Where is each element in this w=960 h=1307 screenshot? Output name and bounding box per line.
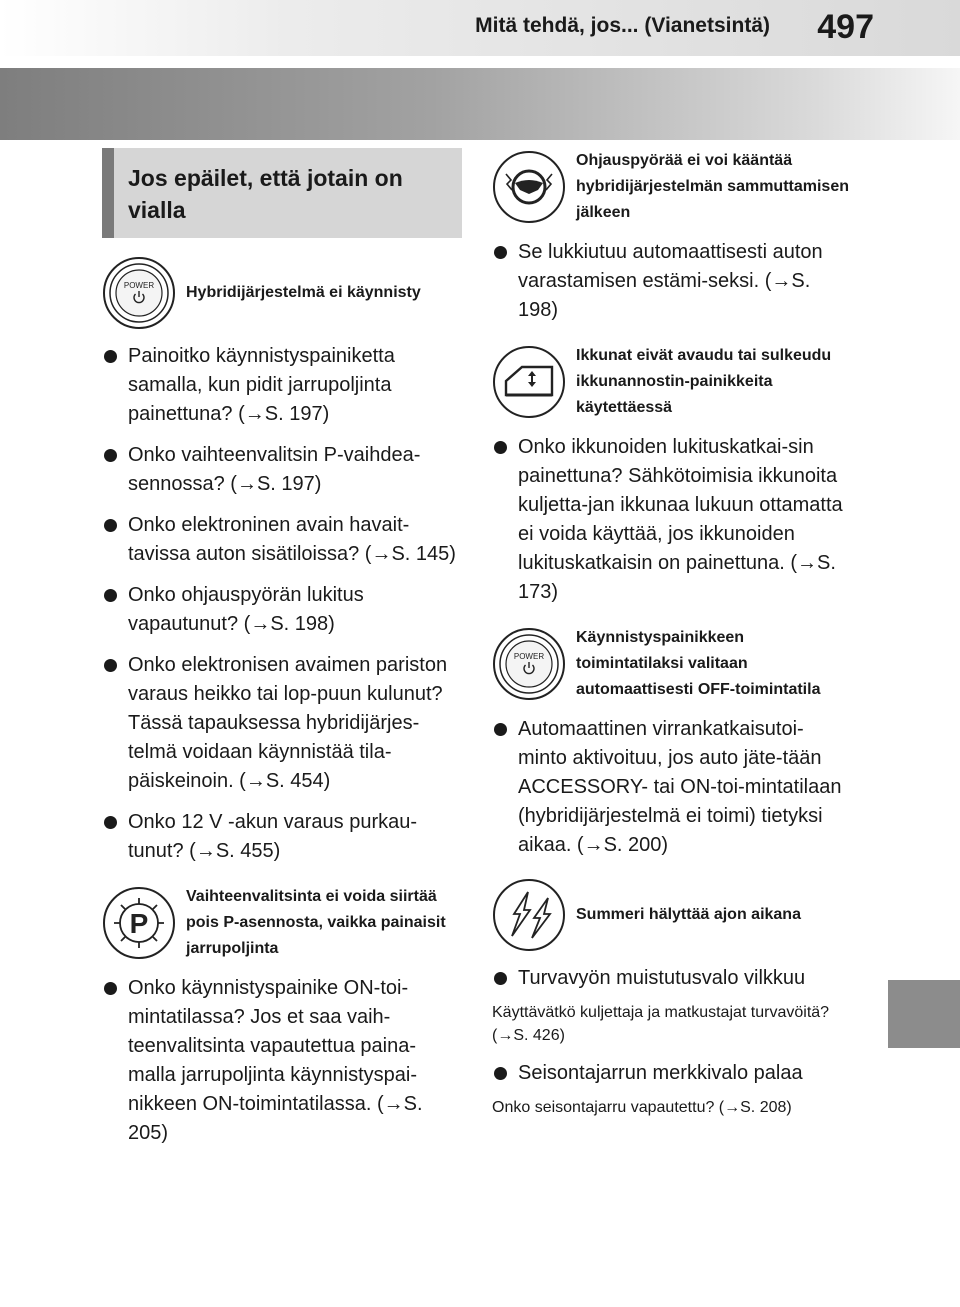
buzzer-icon xyxy=(492,878,566,952)
bullet xyxy=(104,449,117,462)
bullet xyxy=(494,1067,507,1080)
list-item: Se lukkiutuu automaattisesti auton varas… xyxy=(492,238,852,325)
symptom-title: Ohjauspyörää ei voi kääntää hybridijärje… xyxy=(576,152,849,221)
symptom-buzzer: Summeri hälyttää ajon aikana xyxy=(492,878,852,952)
bullet xyxy=(104,816,117,829)
bullet xyxy=(104,659,117,672)
symptom-title: Summeri hälyttää ajon aikana xyxy=(576,906,801,923)
list-item: Seisontajarrun merkkivalo palaa xyxy=(492,1059,852,1088)
header-bar xyxy=(0,0,960,56)
bullet xyxy=(494,723,507,736)
bullet xyxy=(104,589,117,602)
left-column: Jos epäilet, että jotain on vialla POWER… xyxy=(102,140,462,1148)
note-text: Käyttävätkö kuljettaja ja matkustajat tu… xyxy=(492,1004,830,1044)
window-switch-icon xyxy=(492,345,566,419)
gradient-banner xyxy=(0,68,960,140)
symptom-title: Käynnistyspainikkeen toimintatilaksi val… xyxy=(576,629,821,698)
shift-p-icon: P xyxy=(102,886,176,960)
list-item: Onko 12 V -akun varaus purkau-tunut? (→S… xyxy=(102,808,462,866)
bullet xyxy=(104,350,117,363)
svg-text:POWER: POWER xyxy=(514,652,544,661)
list-item: Onko elektronisen avaimen pariston varau… xyxy=(102,651,462,796)
symptom-windows: Ikkunat eivät avaudu tai sulkeudu ikkuna… xyxy=(492,343,852,421)
symptom-steering-locked: Ohjauspyörää ei voi kääntää hybridijärje… xyxy=(492,148,852,226)
section-thumb-tab xyxy=(888,980,960,1048)
svg-text:POWER: POWER xyxy=(124,281,154,290)
power-button-icon: POWER xyxy=(102,256,176,330)
note-text: Onko seisontajarru vapautettu? (→S. 208) xyxy=(492,1099,792,1116)
list-item: Onko ikkunoiden lukituskatkai-sin painet… xyxy=(492,433,852,607)
symptom-title: Vaihteenvalitsinta ei voida siirtää pois… xyxy=(186,888,446,957)
bullet xyxy=(104,982,117,995)
list-item: Turvavyön muistutusvalo vilkkuu xyxy=(492,964,852,993)
bullet xyxy=(104,519,117,532)
list-item: Automaattinen virrankatkaisutoi-minto ak… xyxy=(492,715,852,860)
list-item: Onko elektroninen avain havait-tavissa a… xyxy=(102,511,462,569)
power-button-icon: POWER xyxy=(492,627,566,701)
right-column: Ohjauspyörää ei voi kääntää hybridijärje… xyxy=(492,140,852,1119)
symptom-shift-locked: P Vaihteenvalitsinta ei voida siirtää po… xyxy=(102,884,462,962)
bullet xyxy=(494,972,507,985)
list-item: Onko vaihteenvalitsin P-vaihdea-sennossa… xyxy=(102,441,462,499)
bullet xyxy=(494,246,507,259)
list-item: Painoitko käynnistyspainiketta samalla, … xyxy=(102,342,462,429)
symptom-title: Hybridijärjestelmä ei käynnisty xyxy=(186,284,421,301)
bullet xyxy=(494,441,507,454)
svg-text:P: P xyxy=(130,908,149,939)
header-title: Mitä tehdä, jos... (Vianetsintä) xyxy=(475,14,770,37)
symptom-no-start: POWER Hybridijärjestelmä ei käynnisty xyxy=(102,256,462,330)
symptom-auto-off: POWER Käynnistyspainikkeen toimintatilak… xyxy=(492,625,852,703)
page-number: 497 xyxy=(817,8,874,46)
list-item: Onko ohjauspyörän lukitus vapautunut? (→… xyxy=(102,581,462,639)
symptom-title: Ikkunat eivät avaudu tai sulkeudu ikkuna… xyxy=(576,347,832,416)
list-item: Onko käynnistyspainike ON-toi-mintatilas… xyxy=(102,974,462,1148)
steering-wheel-icon xyxy=(492,150,566,224)
section-heading: Jos epäilet, että jotain on vialla xyxy=(102,148,462,238)
